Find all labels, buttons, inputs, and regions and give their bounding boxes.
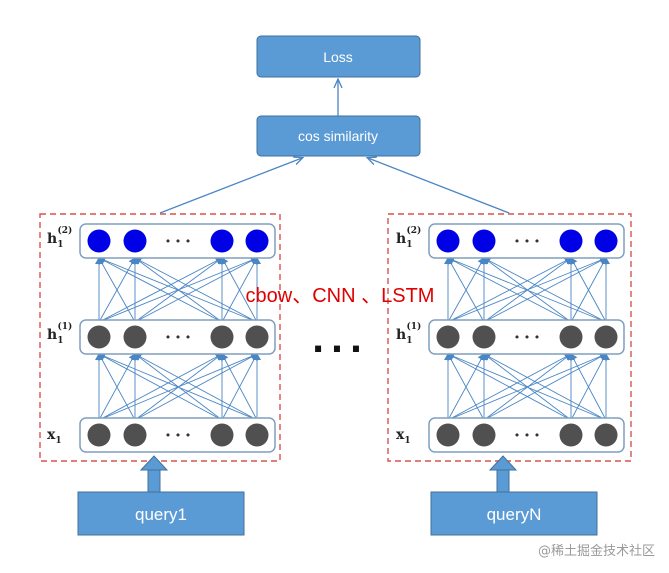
neuron (436, 423, 460, 447)
edge (447, 256, 607, 323)
edge (98, 353, 223, 421)
edge (447, 257, 485, 323)
right-tower: • • • h1(2) • • • h1(1) • • • x1 (396, 223, 625, 453)
left-label-h2: h1(2) (47, 225, 72, 250)
left-tower-frame (39, 213, 281, 462)
neuron (559, 325, 583, 349)
right-tower-frame (387, 213, 632, 462)
watermark: @稀土掘金技术社区 (537, 544, 655, 559)
neuron (87, 325, 111, 349)
neuron (472, 325, 496, 349)
edge (98, 353, 136, 421)
right-label-h1: h1(1) (396, 321, 421, 346)
neuron (87, 423, 111, 447)
edge (221, 257, 258, 323)
neuron (245, 229, 269, 253)
cos-similarity-label: cos similarity (298, 128, 378, 144)
query1-box: query1 (77, 491, 245, 536)
edge (134, 353, 258, 421)
neuron (245, 423, 269, 447)
neuron (210, 423, 234, 447)
neuron (594, 423, 618, 447)
neuron (123, 325, 147, 349)
neuron (210, 229, 234, 253)
neuron (87, 229, 111, 253)
neuron (123, 423, 147, 447)
edge (447, 353, 572, 421)
edge (447, 353, 485, 421)
edge (98, 257, 136, 323)
row-ellipsis: • • • (514, 331, 540, 344)
row-ellipsis: • • • (514, 429, 540, 442)
arrow-left-to-cos (159, 158, 302, 214)
neuron (436, 325, 460, 349)
right-input-arrow (488, 455, 518, 493)
edge (98, 257, 223, 323)
queryN-label: queryN (487, 505, 542, 524)
neuron (594, 229, 618, 253)
edge (570, 257, 607, 323)
cos-similarity-box: cos similarity (256, 115, 421, 157)
edge (570, 353, 607, 421)
neuron (245, 325, 269, 349)
edge (447, 352, 607, 421)
right-label-x: x1 (396, 427, 411, 446)
edge (483, 257, 607, 323)
row-ellipsis: • • • (165, 235, 191, 248)
loss-label: Loss (323, 49, 353, 65)
model-types-label: cbow、CNN 、LSTM (246, 285, 435, 307)
neuron (472, 423, 496, 447)
neuron (594, 325, 618, 349)
row-ellipsis: • • • (165, 429, 191, 442)
edge (221, 353, 258, 421)
neuron (123, 229, 147, 253)
edge (447, 257, 572, 323)
towers-ellipsis: ... (312, 321, 369, 361)
edge (134, 257, 258, 323)
neuron (210, 325, 234, 349)
left-label-x: x1 (47, 427, 62, 446)
neuron (559, 423, 583, 447)
neuron (436, 229, 460, 253)
neuron (472, 229, 496, 253)
neuron (559, 229, 583, 253)
queryN-box: queryN (430, 491, 598, 536)
arrow-right-to-cos (368, 158, 510, 214)
edge (98, 352, 258, 421)
query1-label: query1 (135, 505, 187, 524)
edge (483, 353, 607, 421)
loss-box: Loss (256, 35, 421, 78)
right-edges (444, 256, 610, 421)
left-label-h1: h1(1) (47, 321, 72, 346)
edge (98, 256, 258, 323)
right-label-h2: h1(2) (396, 225, 421, 250)
row-ellipsis: • • • (165, 331, 191, 344)
row-ellipsis: • • • (514, 235, 540, 248)
left-edges (95, 256, 261, 421)
left-tower: • • • h1(2) • • • h1(1) • • • x1 (47, 223, 276, 453)
